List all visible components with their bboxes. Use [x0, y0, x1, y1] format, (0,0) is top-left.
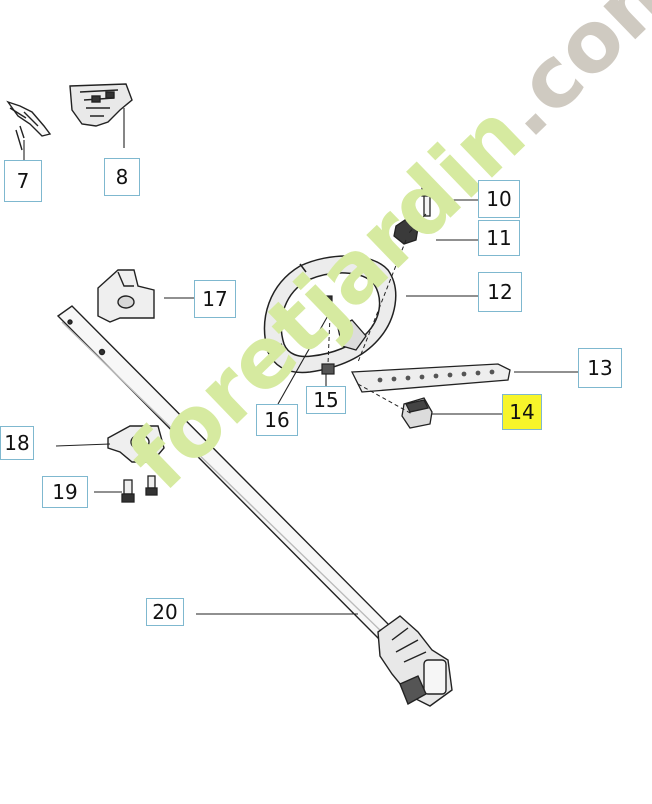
part-15-16-drawing — [321, 295, 335, 375]
callout-19: 19 — [42, 476, 88, 508]
leader-lines — [23, 108, 578, 615]
part-19-drawing — [121, 475, 158, 503]
part-20-drawing — [56, 305, 453, 707]
part-17-drawing — [97, 269, 155, 323]
part-14-drawing — [401, 397, 433, 429]
callout-10: 10 — [478, 180, 520, 218]
callout-11: 11 — [478, 220, 520, 256]
part-18-drawing — [107, 425, 165, 463]
callout-8: 8 — [104, 158, 140, 196]
part-13-drawing — [337, 319, 511, 393]
callout-14-highlighted: 14 — [502, 394, 542, 430]
callout-17: 17 — [194, 280, 236, 318]
callout-18: 18 — [0, 426, 34, 460]
callout-16: 16 — [256, 404, 298, 436]
assembly-lines — [327, 213, 427, 415]
callout-15: 15 — [306, 386, 346, 414]
part-8-drawing — [69, 83, 133, 127]
callout-7: 7 — [4, 160, 42, 202]
callout-12: 12 — [478, 272, 522, 312]
callout-13: 13 — [578, 348, 622, 388]
callout-20: 20 — [146, 598, 184, 626]
part-10-11-drawing — [393, 187, 433, 245]
part-7-drawing — [6, 100, 52, 151]
